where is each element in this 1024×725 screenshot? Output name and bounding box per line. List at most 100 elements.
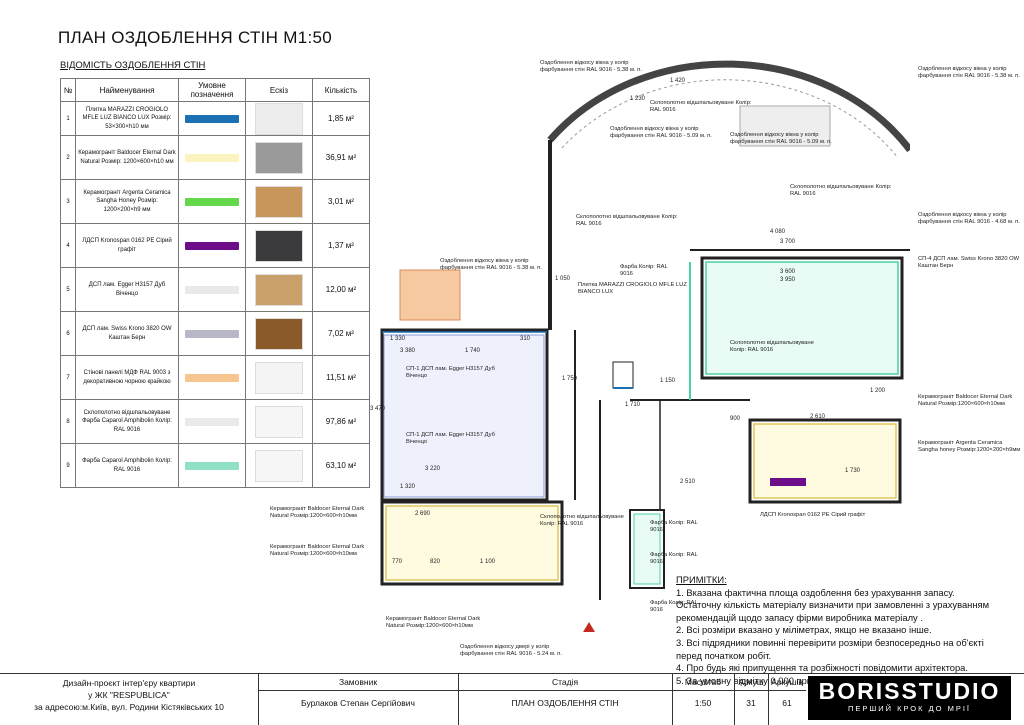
dim-label: 820 <box>430 559 441 565</box>
legend-header-name: Найменування <box>75 78 179 102</box>
plan-label: Фарба Колір: RAL 9016 <box>620 264 668 277</box>
plan-label: Керамограніт Baldocer Eternal Dark Natur… <box>386 616 481 629</box>
legend-row-sketch <box>245 311 313 356</box>
plan-label: СП-4 ДСП лам. Swiss Krono 3820 OW Каштан… <box>918 256 1020 269</box>
legend-header-row: № Найменування Умовне позначення Ескіз К… <box>60 78 370 102</box>
logo-text: BORISSTUDIO <box>818 678 1001 704</box>
floor-plan: 3 380 1 740 1 330 310 3 220 1 320 2 690 … <box>370 60 910 632</box>
legend-row-symbol <box>178 311 246 356</box>
dim-label: 3 600 <box>780 269 796 275</box>
plan-label: Оздоблення відкосу вікна у колір фарбува… <box>730 132 832 145</box>
legend-subtitle: ВІДОМІСТЬ ОЗДОБЛЕННЯ СТІН <box>60 60 206 71</box>
sheets-heading: Аркушів <box>771 677 803 687</box>
dim-label: 1 050 <box>555 276 571 282</box>
legend-color-swatch <box>185 329 239 338</box>
legend-header-sketch: Ескіз <box>245 78 313 102</box>
legend-color-swatch <box>185 373 239 382</box>
legend-row-number: 4 <box>60 223 76 268</box>
plan-label: ЛДСП Kronospan 0162 PE Сірий графіт <box>760 512 866 518</box>
dim-label: 1 100 <box>480 559 496 565</box>
legend-row-number: 1 <box>60 101 76 136</box>
project-line: у ЖК "RESPUBLICA" <box>88 690 170 700</box>
plan-label: Оздоблення відкосу вікна у колір фарбува… <box>440 258 542 271</box>
plan-label: Оздоблення відкосу вікна у колір фарбува… <box>918 212 1020 225</box>
legend-color-swatch <box>185 241 239 250</box>
legend-row-sketch <box>245 135 313 180</box>
plan-label: Оздоблення відкосу вікна у колір фарбува… <box>540 60 642 73</box>
stage-heading: Стадія <box>551 677 579 687</box>
legend-row-number: 7 <box>60 355 76 400</box>
dim-label: 900 <box>730 416 741 422</box>
legend-sketch-thumb <box>255 361 303 394</box>
legend-row-qty: 97,86 м² <box>312 399 370 444</box>
plan-label: Керамограніт Baldocer Eternal Dark Natur… <box>918 394 1013 407</box>
legend-row-number: 8 <box>60 399 76 444</box>
legend-row-sketch <box>245 179 313 224</box>
legend-color-swatch <box>185 461 239 470</box>
legend-row-name: ДСП лам. Egger H3157 Дуб Віченцo <box>75 267 179 312</box>
legend-row-symbol <box>178 179 246 224</box>
plan-label: Плитка MARAZZI CROGIOLO MFLE LUZ BIANCO … <box>578 282 687 295</box>
dim-label: 1 330 <box>390 336 406 342</box>
legend-row-symbol <box>178 135 246 180</box>
legend-color-swatch <box>185 417 239 426</box>
legend-color-swatch <box>185 197 239 206</box>
scale-heading: Масштаб <box>684 677 722 687</box>
legend-row-qty: 12,00 м² <box>312 267 370 312</box>
plan-label: Склополотно відшпальовуване Колір: RAL 9… <box>730 340 814 353</box>
plan-label: Склополотно відшпальовуване Колір: RAL 9… <box>576 214 678 227</box>
legend-sketch-thumb <box>255 102 303 135</box>
legend-sketch-thumb <box>255 229 303 262</box>
sheet-heading: Аркуш <box>738 677 764 687</box>
dim-label: 1 740 <box>465 348 481 354</box>
notes-line: 5. За умовну відмітку 0.000 прийнят ріве… <box>676 674 929 686</box>
dim-label: 3 950 <box>780 277 796 283</box>
legend-row-sketch <box>245 267 313 312</box>
legend-row-qty: 63,10 м² <box>312 443 370 488</box>
notes-line: рекомендацій щодо запасу фірми виробника… <box>676 611 923 623</box>
plan-label: Оздоблення відкосу вікна у колір фарбува… <box>610 126 712 139</box>
legend-row-sketch <box>245 399 313 444</box>
dim-label: 770 <box>392 559 403 565</box>
customer-name: Бурлаков Степан Сергійович <box>301 698 415 708</box>
legend-row-qty: 1,37 м² <box>312 223 370 268</box>
legend-row-symbol <box>178 267 246 312</box>
dim-label: 1 730 <box>845 468 861 474</box>
legend-row-name: Склополотно відшпальовуване Фарба Caparo… <box>75 399 179 444</box>
project-line: Дизайн-проєкт інтер'єру квартири <box>62 678 196 688</box>
legend-color-swatch <box>185 153 239 162</box>
legend-row-symbol <box>178 223 246 268</box>
legend-row-name: Керамограніт Argenta Ceramica Sangha Hon… <box>75 179 179 224</box>
legend-row-name: Керамограніт Baldocer Eternal Dark Natur… <box>75 135 179 180</box>
plan-label: Склополотно відшпальовуване Колір: RAL 9… <box>790 184 892 197</box>
dim-label: 1 230 <box>630 96 646 102</box>
legend-row-sketch <box>245 101 313 136</box>
legend-row-number: 5 <box>60 267 76 312</box>
legend-row-number: 3 <box>60 179 76 224</box>
legend-row-name: ЛДСП Kronospan 0162 PE Сірий графіт <box>75 223 179 268</box>
dim-label: 1 200 <box>870 388 886 394</box>
dim-label: 3 220 <box>425 466 441 472</box>
legend-row-sketch <box>245 355 313 400</box>
project-line: за адресою:м.Київ, вул. Родини Кістяківс… <box>34 702 224 712</box>
notes-line: 2. Всі розміри вказано у міліметрах, якщ… <box>676 624 932 636</box>
legend-header-no: № <box>60 78 76 102</box>
legend-color-swatch <box>185 114 239 123</box>
sheet-value: 31 <box>746 698 756 708</box>
dim-label: 1 150 <box>660 378 676 384</box>
plan-label: СП-1 ДСП лам. Egger H3157 Дуб Віченцо <box>406 366 495 379</box>
legend-row-sketch <box>245 223 313 268</box>
logo-slogan: ПЕРШИЙ КРОК ДО МРІЇ <box>847 704 972 713</box>
dim-label: 2 610 <box>810 414 826 420</box>
legend-color-swatch <box>185 285 239 294</box>
page-title: ПЛАН ОЗДОБЛЕННЯ СТІН М1:50 <box>58 28 333 47</box>
dim-label: 3 380 <box>400 348 416 354</box>
